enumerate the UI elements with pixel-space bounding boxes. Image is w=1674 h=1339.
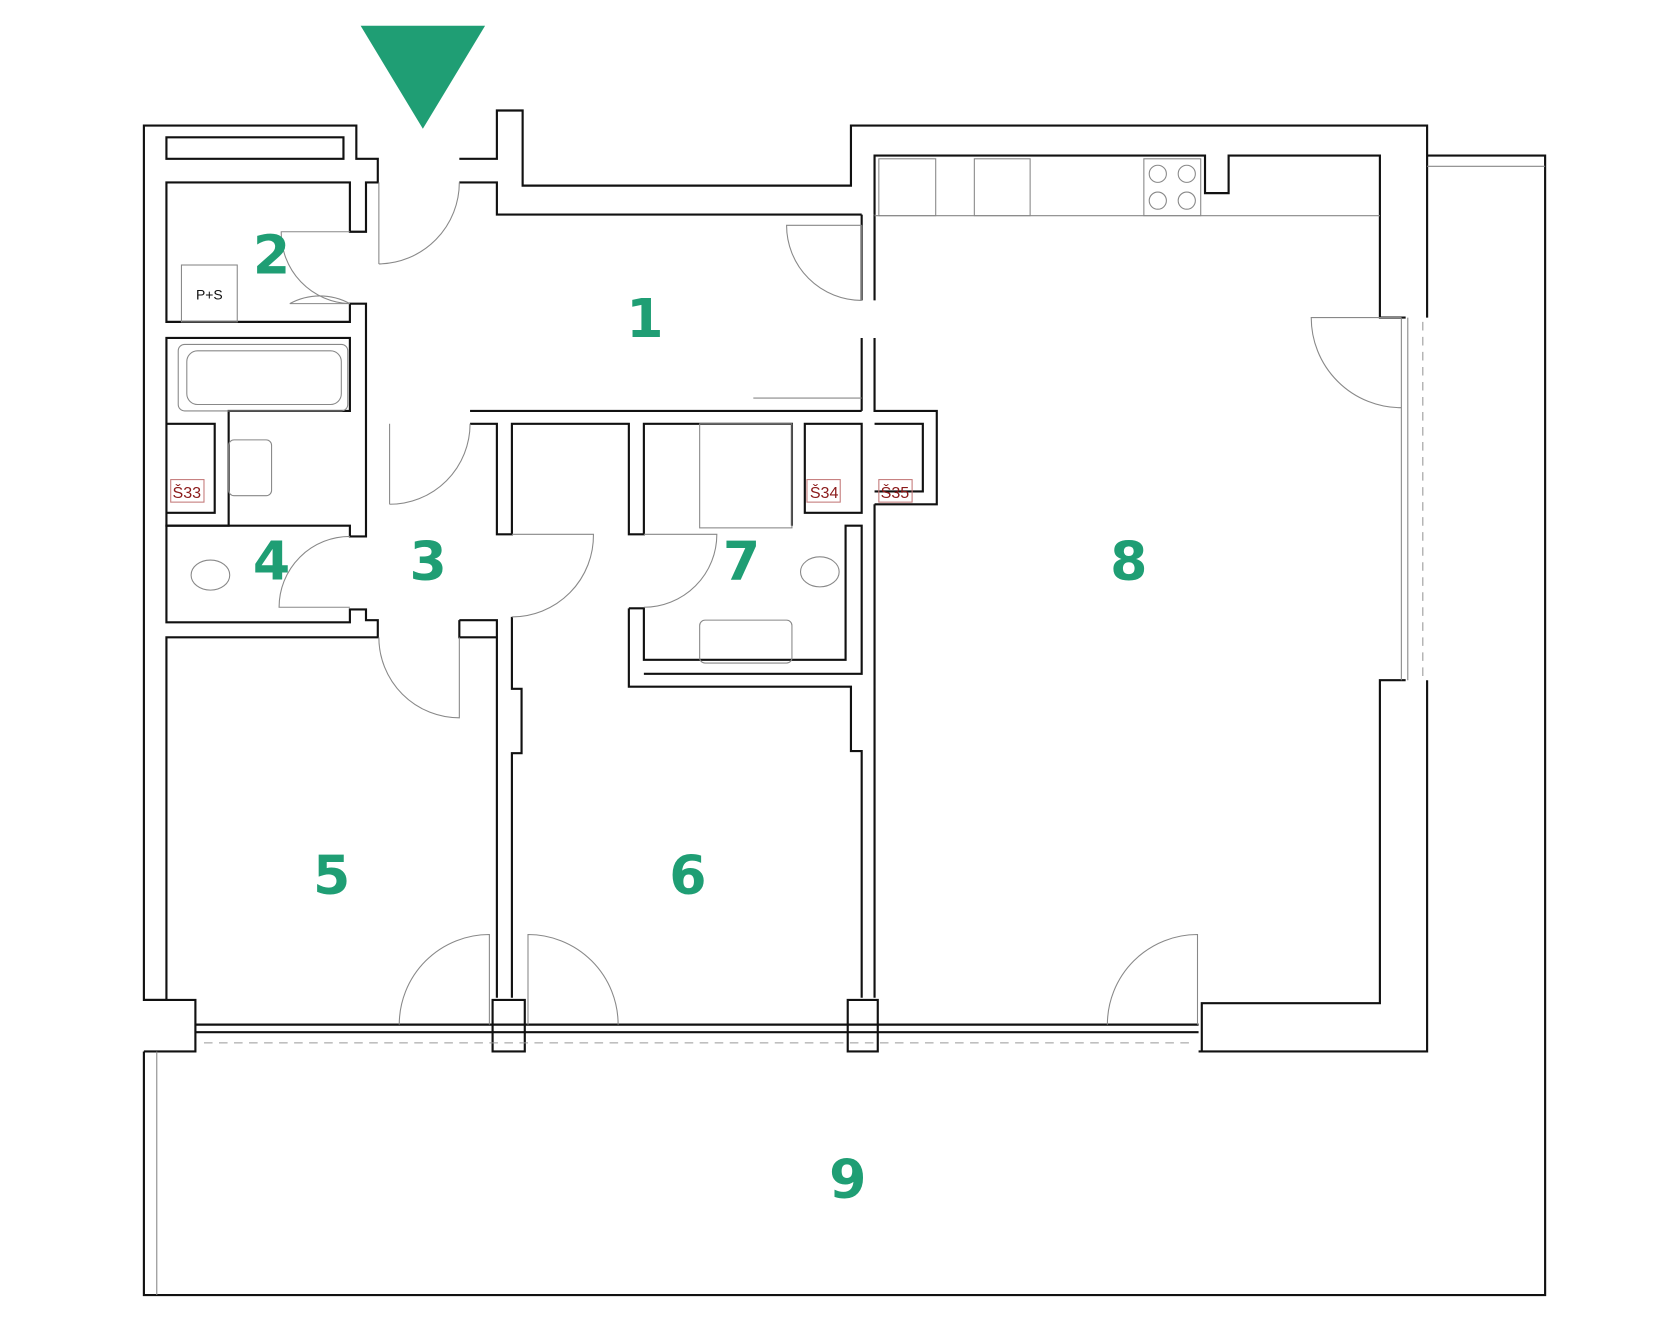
shaft-labels: Š33 Š34 Š35 xyxy=(170,479,913,503)
toilet xyxy=(799,556,840,588)
shaft-label-35: Š35 xyxy=(881,483,910,502)
doors xyxy=(278,182,1402,1025)
bathtub xyxy=(177,343,349,412)
shaft-label-34: Š34 xyxy=(810,483,839,502)
room-number-7: 7 xyxy=(723,529,760,592)
room-number-1: 1 xyxy=(626,287,663,350)
windows xyxy=(203,225,1424,1044)
room-number-6: 6 xyxy=(669,844,706,907)
utility-label: P+S xyxy=(196,286,223,302)
room-number-2: 2 xyxy=(253,224,290,287)
sink xyxy=(228,439,273,497)
kitchen-sink xyxy=(878,158,937,217)
utility-cabinet xyxy=(180,264,238,323)
fixtures xyxy=(177,158,1380,664)
exterior-walls xyxy=(142,109,1547,1297)
room-number-9: 9 xyxy=(829,1147,866,1210)
toilet xyxy=(190,559,231,591)
room-numbers: 1 2 3 4 5 6 7 8 9 xyxy=(253,224,1148,1211)
shower xyxy=(699,423,793,529)
room-number-4: 4 xyxy=(253,529,290,592)
room-number-5: 5 xyxy=(313,844,350,907)
room-number-8: 8 xyxy=(1110,529,1147,592)
oven xyxy=(973,158,1031,217)
entrance-triangle-icon xyxy=(360,25,486,129)
interior-walls xyxy=(165,214,1199,1053)
room-number-3: 3 xyxy=(410,529,447,592)
sink xyxy=(699,619,793,664)
shaft-label-33: Š33 xyxy=(173,483,202,502)
